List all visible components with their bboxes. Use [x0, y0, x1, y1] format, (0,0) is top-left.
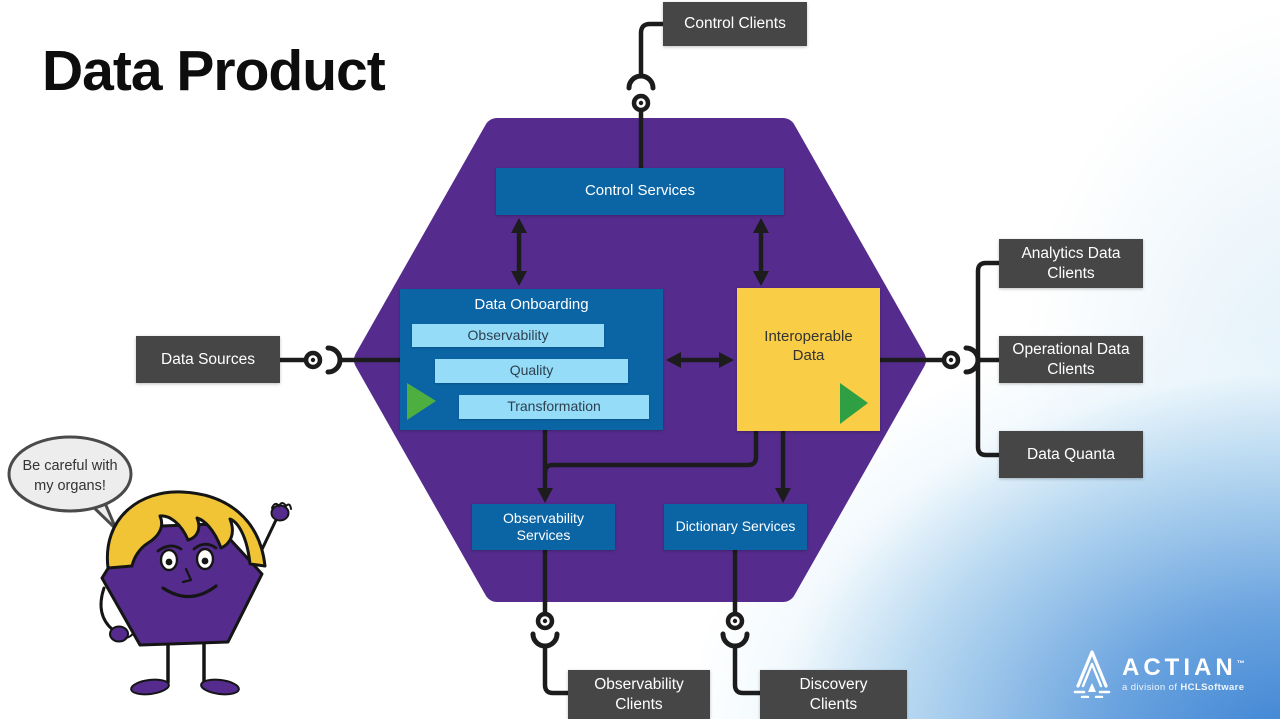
- pill-quality: Quality: [435, 359, 628, 383]
- page-title: Data Product: [42, 39, 386, 103]
- mascot-right-foot: [200, 678, 240, 696]
- brand-name: ACTIAN™: [1122, 653, 1245, 681]
- trademark-symbol: ™: [1236, 658, 1245, 668]
- mascot-left-foot: [130, 678, 170, 696]
- interface-connector-bottom-right: [720, 611, 750, 649]
- pill-observability: Observability: [412, 324, 604, 347]
- mascot-hair: [105, 490, 267, 570]
- node-interoperable-data: Interoperable Data: [737, 288, 880, 431]
- speech-line-2: my organs!: [34, 478, 106, 495]
- node-discovery-clients: Discovery Clients: [760, 670, 907, 719]
- brand-text: ACTIAN: [1122, 653, 1237, 681]
- brand-logo: ACTIAN™ a division of HCLSoftware: [1072, 650, 1245, 698]
- speech-line-1: Be careful with: [22, 458, 118, 474]
- company-name: HCLSoftware: [1180, 681, 1245, 693]
- speech-bubble: [7, 435, 133, 513]
- node-data-onboarding: Data Onboarding Observability Quality Tr…: [400, 289, 663, 430]
- connector-lines: [280, 21, 999, 696]
- node-data-sources: Data Sources: [136, 336, 280, 383]
- pill-transformation: Transformation: [459, 395, 649, 419]
- mascot-left-hand: [109, 625, 135, 643]
- mascot-legs: [166, 642, 206, 684]
- mascot-face: [156, 542, 218, 599]
- interface-connector-top: [626, 73, 656, 113]
- node-control-services: Control Services: [496, 168, 784, 215]
- actian-logo-icon: [1073, 650, 1111, 698]
- speech-bubble-text: Be careful with my organs!: [13, 456, 127, 497]
- interface-connector-left: [303, 345, 343, 375]
- node-data-quanta: Data Quanta: [999, 431, 1143, 478]
- mascot-character: [7, 435, 292, 696]
- node-operational-data-clients: Operational Data Clients: [999, 336, 1143, 383]
- node-observability-services: Observability Services: [472, 504, 615, 550]
- node-dictionary-services: Dictionary Services: [664, 504, 807, 550]
- node-analytics-data-clients: Analytics Data Clients: [999, 239, 1143, 288]
- interface-connectors: [303, 73, 981, 649]
- brand-division: a division of HCLSoftware: [1122, 682, 1245, 693]
- data-onboarding-title: Data Onboarding: [474, 296, 589, 313]
- node-observability-clients: Observability Clients: [568, 670, 710, 719]
- arrowheads: [511, 218, 791, 503]
- interface-connector-bottom-left: [530, 611, 560, 649]
- node-control-clients: Control Clients: [663, 2, 807, 46]
- mascot-left-arm: [99, 586, 115, 632]
- mascot-right-hand: [270, 502, 292, 522]
- interface-connector-right: [941, 345, 981, 375]
- division-prefix: a division of: [1122, 681, 1181, 693]
